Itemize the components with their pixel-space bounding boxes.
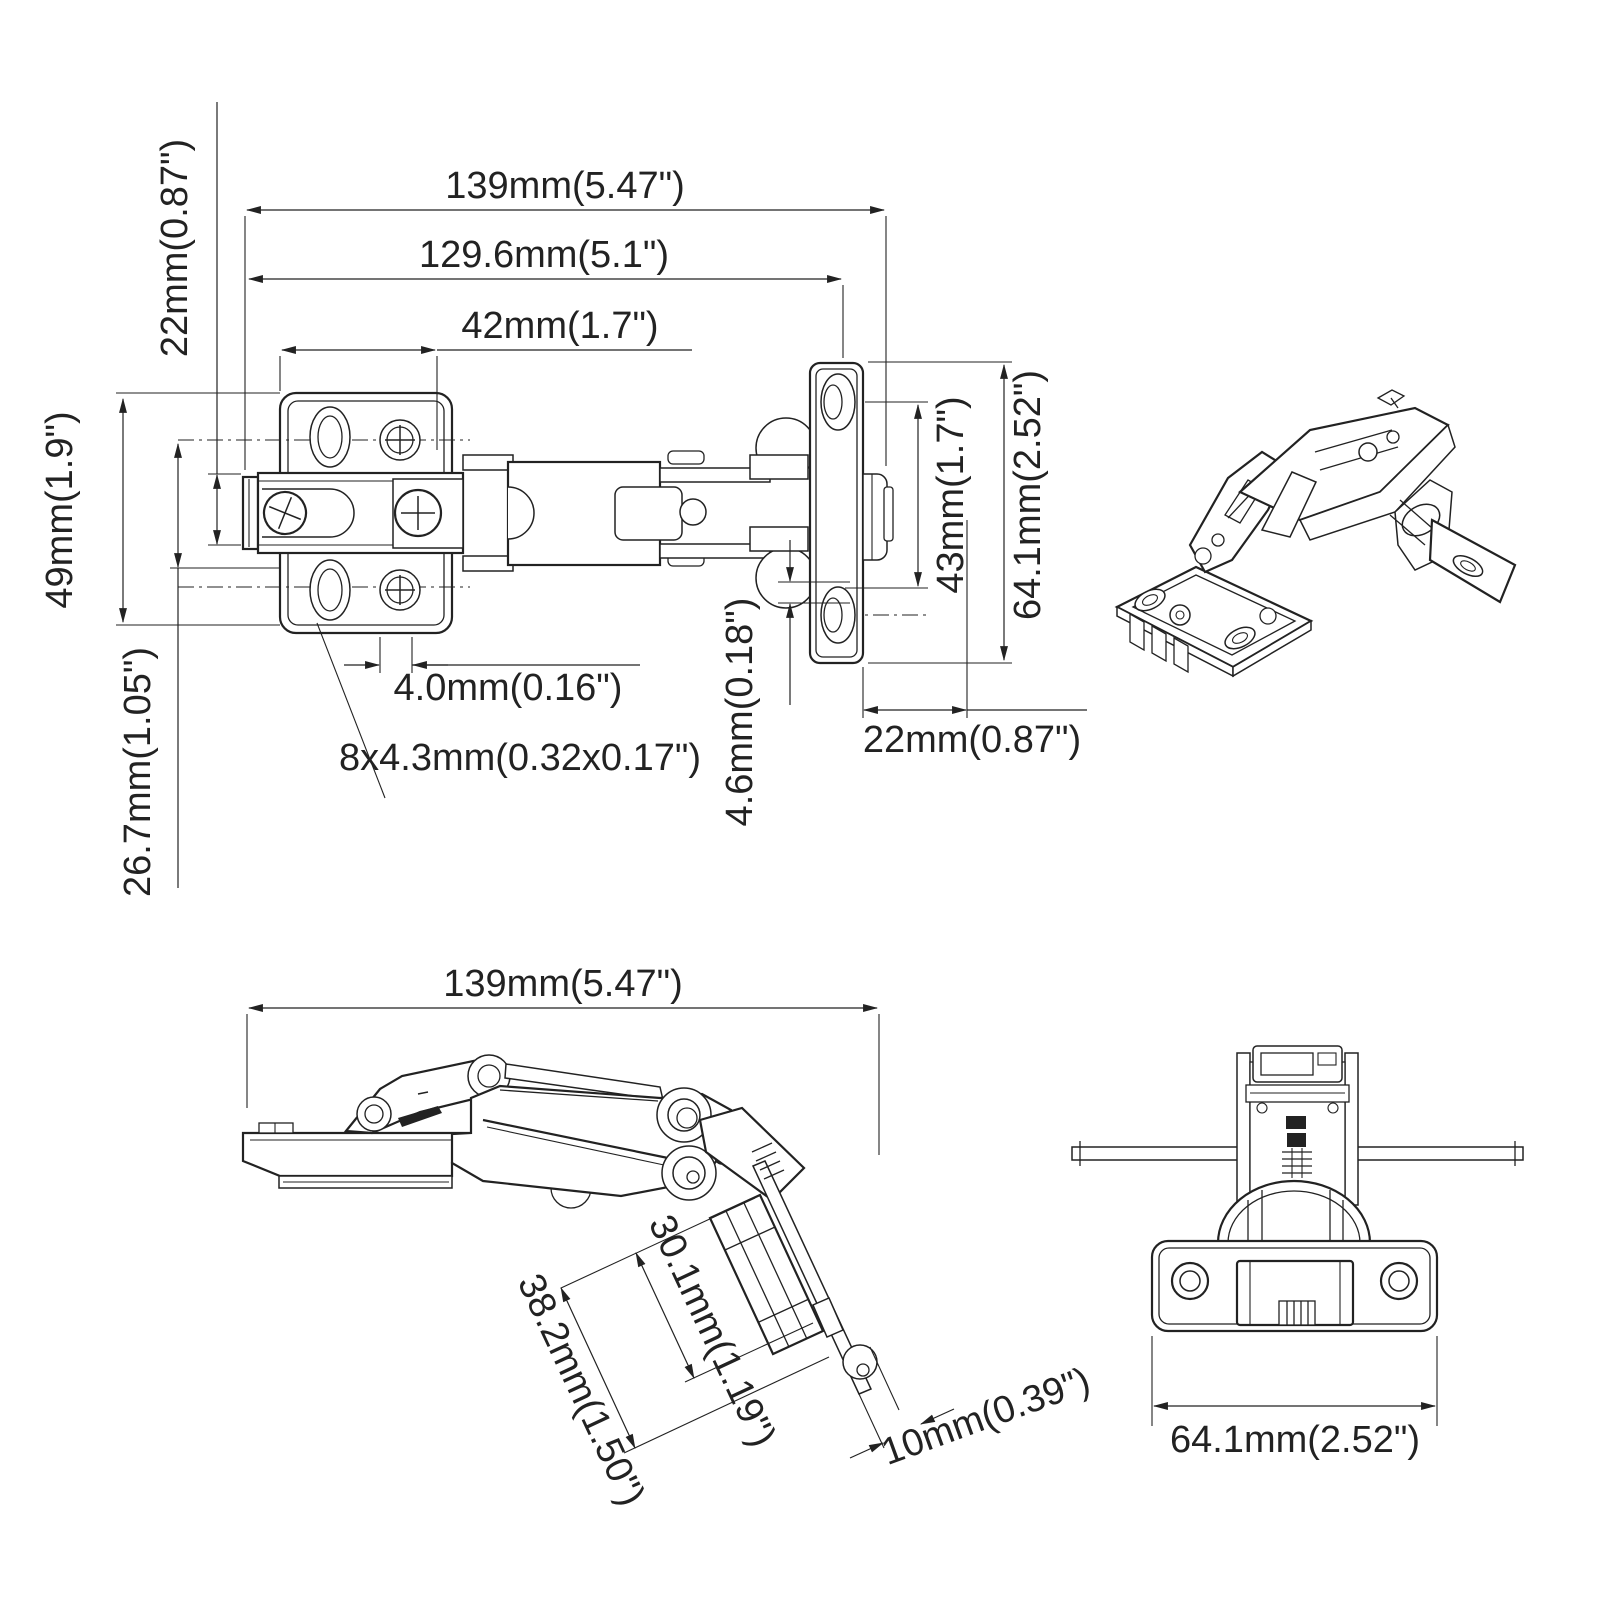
dim-plate-height-label: 49mm(1.9"): [39, 411, 81, 608]
dim-plate-lower: 26.7mm(1.05"): [117, 442, 281, 897]
dim-overall-length-label: 139mm(5.47"): [445, 165, 684, 207]
dim-slot-size: 8x4.3mm(0.32x0.17"): [316, 622, 701, 799]
dim-side-overall-label: 139mm(5.47"): [443, 963, 682, 1005]
dim-cup-height-label: 64.1mm(2.52"): [1007, 370, 1049, 620]
dim-flange-gap-label: 4.6mm(0.18"): [719, 598, 761, 827]
dim-plate-lower-label: 26.7mm(1.05"): [117, 647, 159, 897]
dim-front-width: 64.1mm(2.52"): [1151, 1336, 1438, 1461]
hinge-arm: [241, 450, 771, 572]
dim-cup-depth: 10mm(0.39"): [849, 1346, 1096, 1474]
dim-flange-gap: 4.6mm(0.18"): [719, 540, 850, 826]
dim-hinge-length: 129.6mm(5.1"): [247, 234, 844, 358]
dim-slot-size-label: 8x4.3mm(0.32x0.17"): [339, 737, 701, 779]
side-cup-block: [708, 1142, 878, 1380]
cup-plate: [749, 361, 894, 665]
dim-hinge-length-label: 129.6mm(5.1"): [419, 234, 669, 276]
top-view: 139mm(5.47") 129.6mm(5.1") 42mm(1.7") 22…: [39, 102, 1087, 897]
dim-overall-length: 139mm(5.47"): [244, 165, 887, 470]
dim-cup-side-label: 22mm(0.87"): [863, 719, 1081, 761]
dim-cup-depth-label: 10mm(0.39"): [876, 1360, 1096, 1474]
dim-plate-height: 49mm(1.9"): [39, 392, 280, 626]
arm-front-screw: [262, 490, 308, 536]
iso-mounting-plate: [1114, 565, 1314, 678]
dim-plate-offset-label: 42mm(1.7"): [461, 305, 658, 347]
front-wings: [1071, 1141, 1524, 1166]
isometric-view: [1114, 389, 1517, 678]
dim-cup-height: 64.1mm(2.52"): [868, 361, 1049, 664]
iso-link: [1260, 471, 1318, 538]
dim-front-width-label: 64.1mm(2.52"): [1170, 1419, 1420, 1461]
dim-cup-holes: 43mm(1.7"): [845, 396, 972, 594]
dim-adjust-range-label: 4.0mm(0.16"): [394, 667, 623, 709]
side-elbow-joints: [656, 1087, 730, 1201]
front-mechanism-stack: [1236, 1045, 1359, 1206]
front-center-block: [1235, 1259, 1355, 1327]
side-cup-link: [698, 1106, 806, 1202]
side-plate-bar: [241, 1122, 473, 1189]
dim-arm-width-label: 22mm(0.87"): [154, 139, 196, 357]
dim-cup-side: 22mm(0.87"): [862, 520, 1087, 761]
dim-cup-outer-label: 38.2mm(1.50"): [509, 1268, 653, 1512]
plate-slot-holes: [309, 406, 351, 621]
dim-cup-holes-label: 43mm(1.7"): [930, 396, 972, 593]
dim-side-overall: 139mm(5.47"): [246, 963, 880, 1155]
side-view: 139mm(5.47") 30.1mm(1.19") 38.2mm(1.50")…: [241, 963, 1096, 1512]
dim-arm-width: 22mm(0.87"): [154, 102, 241, 546]
dim-adjust-range: 4.0mm(0.16"): [344, 637, 640, 709]
front-view: 64.1mm(2.52"): [1071, 1045, 1524, 1461]
plate-screws: [379, 419, 421, 611]
iso-cup-wing: [1428, 518, 1517, 604]
dim-plate-offset: 42mm(1.7"): [279, 305, 692, 450]
